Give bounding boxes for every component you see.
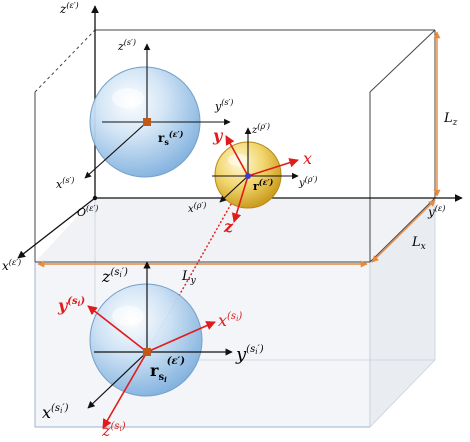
global-x-axis (17, 197, 96, 259)
sphere-si-red-y-axis (87, 305, 148, 353)
sphere-rho-red-x-axis (247, 158, 299, 177)
box-edge-top-right (369, 29, 436, 93)
sphere-rho-y-label: y(ρ′) (298, 175, 317, 189)
sphere-si-red-y-label: y(si) (57, 296, 85, 315)
sphere-rho-red-y-axis (225, 135, 249, 177)
dimension-lx-arrow (371, 199, 436, 263)
sphere-s-center-marker (143, 118, 151, 126)
lower-box-top-face (35, 198, 435, 262)
sphere-si-center-marker (143, 348, 151, 356)
dimension-markers: Lz Lx Ly (37, 31, 458, 286)
origin-label: O(ε′) (77, 204, 98, 219)
sphere-s-y-label: y(s′) (214, 98, 233, 113)
global-z-label: z(ε′) (59, 1, 79, 16)
origin-point (92, 195, 98, 201)
sphere-rho-red-y-label: y (212, 126, 224, 145)
sphere-si-x-axis (87, 351, 148, 409)
sphere-si-body (89, 283, 203, 397)
sphere-si-red-z-axis (102, 351, 148, 429)
global-x-label: x(ε′) (2, 258, 21, 273)
sphere-rho-x-label: x(ρ′) (188, 201, 206, 215)
dimension-lx-label: Lx (411, 235, 426, 252)
sphere-s-x-axis (84, 121, 148, 179)
sphere-rho: y x z z(ρ′) y(ρ′) x(ρ′) r(ε′) (188, 122, 317, 236)
sphere-rho-red-x-label: x (303, 149, 312, 168)
sphere-rho-red-z-axis (231, 175, 249, 223)
sphere-s-highlight (112, 88, 144, 108)
sphere-rho-x-axis (219, 175, 249, 203)
sphere-si-red-x-axis (146, 321, 216, 353)
sphere-rho-z-label: z(ρ′) (251, 122, 270, 136)
sphere-s-center-label: rs(ε′) (158, 129, 184, 147)
global-axes: z(ε′) y(ε) x(ε′) O(ε′) (2, 1, 463, 273)
sphere-s: z(s′) y(s′) x(s′) rs(ε′) (56, 38, 233, 191)
sphere-rho-center-label: r(ε′) (253, 177, 274, 193)
sphere-si-x-label: x(si′) (42, 403, 69, 422)
global-y-label: y(ε) (427, 204, 445, 219)
sphere-rho-red-z-label: z (223, 217, 234, 236)
sphere-rho-center-marker (245, 173, 251, 179)
sphere-si: y(si) x(si) z(si) z(si′) y(si′) x(si′) r… (42, 261, 264, 440)
sphere-si-center-label: rsi(ε′) (150, 356, 185, 384)
box-edge-top-left (34, 29, 96, 93)
sphere-rho-highlight (228, 154, 248, 166)
sphere-si-highlight (112, 306, 144, 326)
dimension-lz-label: Lz (443, 111, 458, 128)
sphere-si-red-z-label: z(si) (101, 421, 126, 440)
sphere-s-z-label: z(s′) (117, 38, 136, 53)
sphere-si-z-label: z(si′) (101, 267, 128, 286)
lower-box-front-face (34, 261, 371, 428)
sphere-s-x-label: x(s′) (56, 176, 74, 191)
sphere-si-red-x-label: x(si) (218, 311, 242, 330)
dimension-ly-label: Ly (181, 269, 197, 286)
sphere-si-y-label: y(si′) (235, 344, 264, 365)
